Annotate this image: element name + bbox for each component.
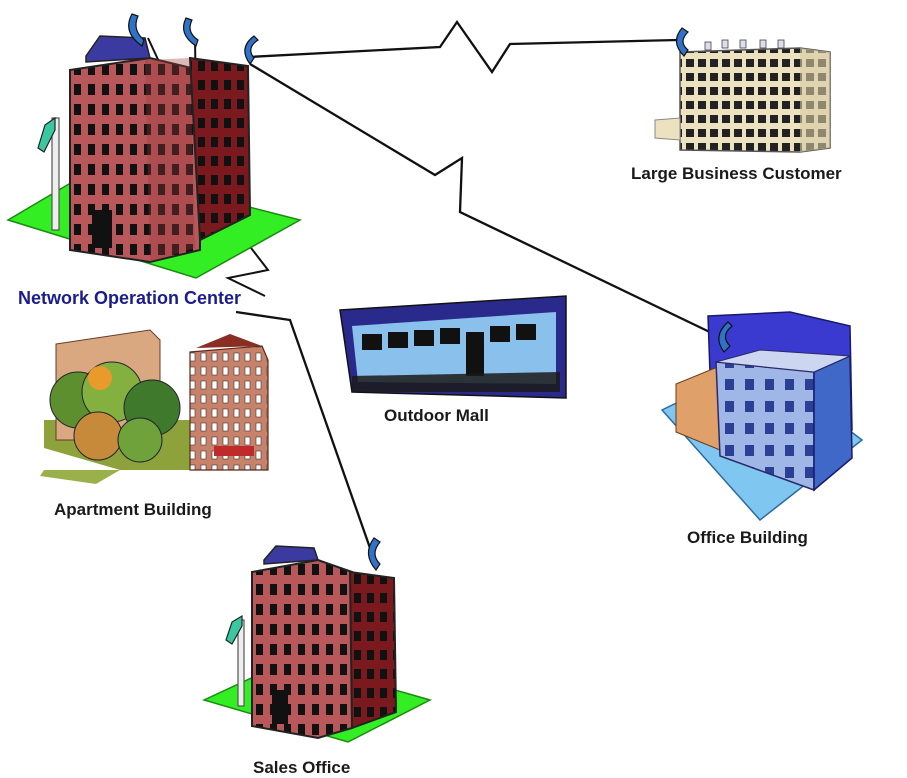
sales-office-building	[201, 537, 433, 743]
satellite-dish-icon	[128, 13, 259, 66]
mall-storefronts	[362, 324, 536, 376]
trees	[49, 361, 181, 463]
noc-label: Network Operation Center	[18, 288, 242, 308]
noc-building	[6, 13, 303, 279]
apartment-building	[40, 329, 269, 484]
link-noc-to-large-business	[247, 19, 679, 75]
satellite-dish-icon	[367, 537, 381, 571]
office-building-label: Office Building	[687, 528, 808, 547]
office-building	[660, 311, 864, 522]
satellite-dish-icon	[718, 321, 733, 353]
street-light-icon	[37, 116, 60, 231]
street-light-icon	[225, 614, 245, 707]
sales-office-label: Sales Office	[253, 758, 351, 777]
large-business-label: Large Business Customer	[631, 164, 842, 183]
apartment-label: Apartment Building	[54, 500, 212, 519]
satellite-dish-icon	[675, 27, 689, 57]
outdoor-mall-label: Outdoor Mall	[384, 406, 489, 425]
link-noc-to-office-building	[249, 63, 719, 338]
outdoor-mall-building	[339, 295, 567, 399]
rooftop-units	[704, 39, 785, 51]
large-business-building	[654, 27, 831, 153]
